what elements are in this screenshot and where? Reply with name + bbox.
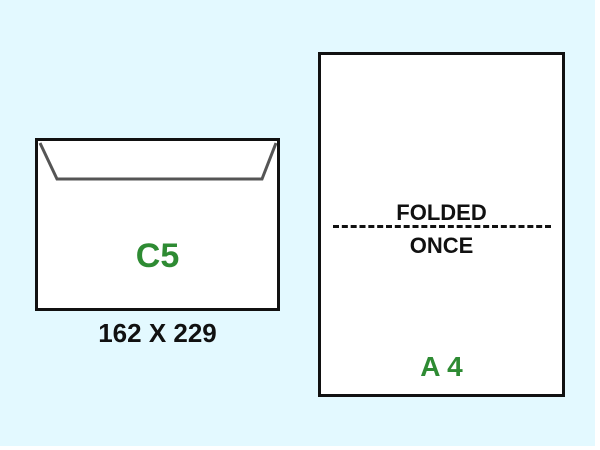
fold-line [333,225,551,228]
a4-sheet: FOLDED ONCE A 4 [318,52,565,397]
fold-label-bottom: ONCE [409,233,474,258]
sheet-label: A 4 [420,351,463,382]
fold-label-top: FOLDED [396,200,487,225]
c5-envelope: C5 [35,138,280,311]
envelope-size-label: 162 X 229 [98,318,217,348]
envelope-flap [38,142,277,181]
envelope-label: C5 [135,237,180,275]
